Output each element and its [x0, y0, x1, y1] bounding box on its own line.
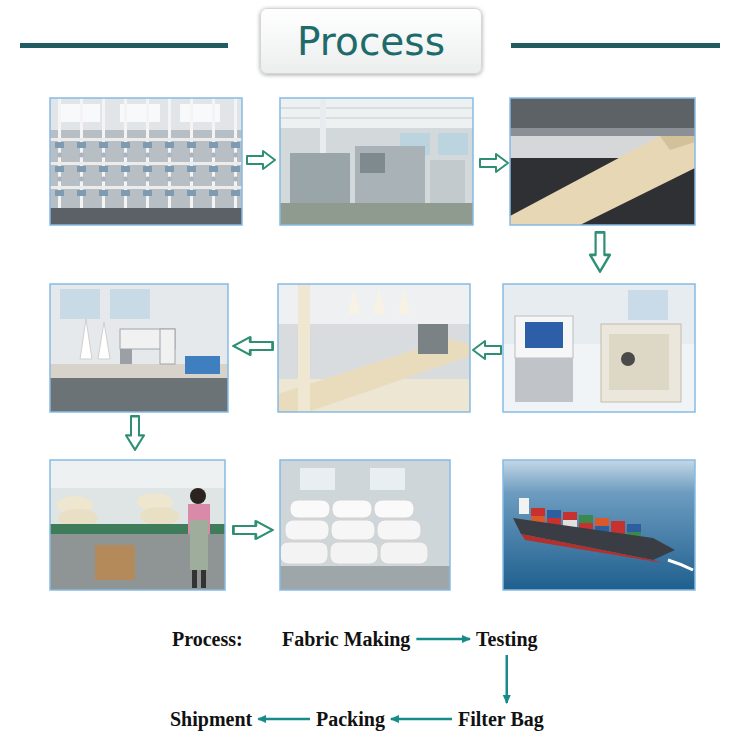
- flow-arrow: [506, 655, 509, 703]
- photo-packing-worker: [50, 460, 225, 590]
- process-step: Testing: [474, 626, 540, 652]
- flow-heading: Process:: [172, 627, 243, 651]
- photo-factory-hall: [280, 98, 473, 225]
- photo-winding: [50, 98, 242, 225]
- photo-felt-sheet: [510, 98, 695, 225]
- step-text: Packing: [316, 707, 385, 731]
- flow-arrow: [416, 638, 470, 641]
- photo-sewing: [50, 284, 228, 412]
- flow-arrow: [258, 718, 310, 721]
- process-step: Packing: [314, 706, 387, 732]
- photo-testing: [503, 284, 695, 412]
- flow-arrow: [391, 718, 452, 721]
- header-rule: [511, 43, 720, 48]
- photo-ship: [503, 460, 695, 590]
- step-text: Filter Bag: [458, 707, 544, 731]
- photo-felt-roll: [278, 284, 470, 412]
- process-step: Filter Bag: [456, 706, 546, 732]
- header-rule: [20, 43, 228, 48]
- step-text: Testing: [476, 627, 538, 651]
- photo-packed-bags: [280, 460, 450, 590]
- title-text: Process: [297, 19, 445, 64]
- step-text: Fabric Making: [282, 627, 410, 651]
- process-step: Fabric Making: [280, 626, 412, 652]
- photo-arrows: [126, 151, 610, 539]
- process-step: Shipment: [168, 706, 254, 732]
- title-box: Process: [260, 8, 482, 74]
- step-text: Shipment: [170, 707, 252, 731]
